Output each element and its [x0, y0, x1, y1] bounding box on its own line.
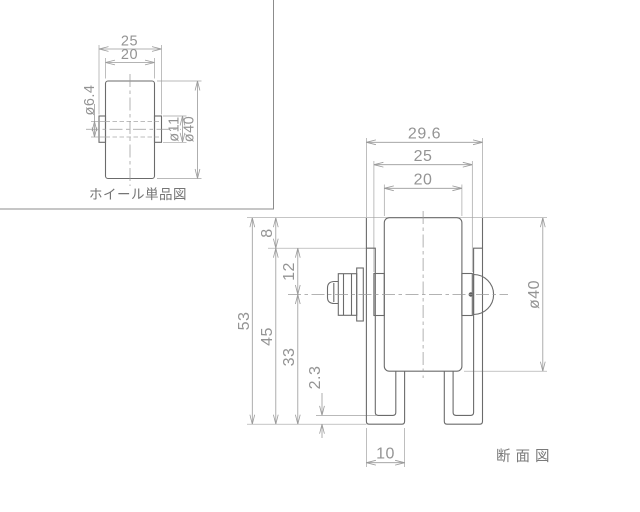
- dim-plate-thickness: 2.3: [307, 366, 325, 438]
- detail-view-title: ホイール単品図: [89, 187, 187, 202]
- cross-section-view: 29.6 25 20 53 8 45 12: [236, 126, 555, 467]
- dim-label-total-height: 53: [236, 312, 253, 331]
- rail-profile-left: [365, 217, 406, 425]
- dim-label-foot-width: 10: [376, 446, 395, 463]
- dim-detail-bore: ø6.4: [82, 84, 98, 138]
- dim-detail-tread-width: 20: [105, 47, 155, 79]
- dim-label-detail-outer-width: 25: [121, 34, 138, 50]
- dim-detail-hub-dia: ø11: [163, 115, 187, 143]
- nut-cap-end: [326, 280, 339, 305]
- dim-detail-wheel-dia: ø40: [157, 80, 202, 179]
- dim-axle-to-bottom: 33: [281, 294, 301, 425]
- dim-sub-height: 45: [259, 248, 279, 425]
- dim-top-gap: 8: [259, 217, 279, 249]
- dim-tread-width: 20: [384, 172, 462, 192]
- dim-foot-width: 10: [366, 446, 405, 466]
- dim-wheel-width: 25: [373, 148, 473, 168]
- dim-lip-to-axle: 12: [281, 248, 301, 295]
- dim-label-detail-hub-dia: ø11: [167, 116, 183, 141]
- dim-total-height: 53: [236, 217, 256, 425]
- dim-label-lip-to-axle: 12: [281, 262, 298, 281]
- dim-label-top-gap: 8: [259, 228, 276, 237]
- detail-view-frame: [0, 0, 274, 210]
- dim-label-plate-thickness: 2.3: [307, 366, 324, 390]
- dim-label-tread-width: 20: [414, 172, 433, 189]
- dim-section-wheel-dia: ø40: [526, 217, 546, 372]
- dim-label-detail-tread-width: 20: [121, 47, 138, 63]
- dim-label-axle-to-bottom: 33: [281, 348, 298, 367]
- dim-label-section-wheel-dia: ø40: [526, 280, 543, 309]
- rail-profile-right: [443, 217, 484, 425]
- dim-label-wheel-width: 25: [414, 148, 433, 165]
- wheel-detail-view: 25 20 ø6.4: [0, 0, 274, 210]
- dim-label-detail-wheel-dia: ø40: [182, 116, 198, 143]
- dim-label-sub-height: 45: [259, 327, 276, 346]
- dim-label-rail-width: 29.6: [408, 126, 441, 143]
- dim-label-detail-bore: ø6.4: [82, 84, 98, 115]
- dim-rail-width: 29.6: [366, 126, 483, 146]
- axle-dome-head: [473, 273, 495, 316]
- dim-detail-outer-width: 25: [98, 34, 162, 115]
- section-view-title: 断面図: [496, 448, 555, 465]
